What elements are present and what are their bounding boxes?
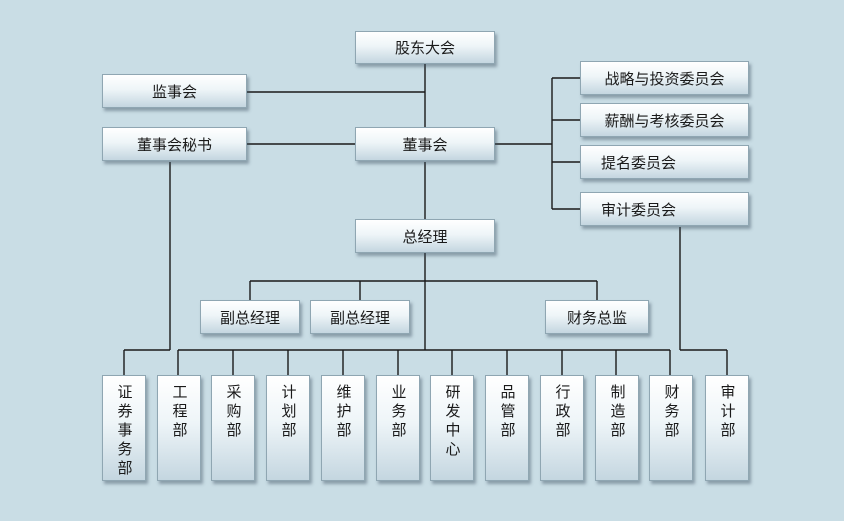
dept-label: 采购部	[224, 384, 243, 441]
dept-maintenance: 维护部	[321, 375, 365, 481]
strategy-investment-committee-box: 战略与投资委员会	[580, 61, 749, 95]
deputy-gm-1-box: 副总经理	[200, 300, 300, 334]
dept-purchasing: 采购部	[211, 375, 255, 481]
compensation-committee-box: 薪酬与考核委员会	[580, 103, 749, 137]
dept-label: 审计部	[718, 384, 737, 441]
dept-label: 维护部	[334, 384, 353, 441]
dept-rnd-center: 研发中心	[430, 375, 474, 481]
deputy-gm-2-box: 副总经理	[310, 300, 410, 334]
supervisory-board-box: 监事会	[102, 74, 247, 108]
audit-committee-box: 审计委员会	[580, 192, 749, 226]
nomination-committee-box: 提名委员会	[580, 145, 749, 179]
committee-label: 薪酬与考核委员会	[604, 111, 725, 130]
dept-label: 制造部	[608, 384, 627, 441]
committee-label: 提名委员会	[601, 153, 677, 172]
shareholders-meeting-label: 股东大会	[394, 39, 455, 57]
dept-label: 证券事务部	[115, 384, 134, 479]
dept-label: 业务部	[389, 384, 408, 441]
dept-audit: 审计部	[705, 375, 749, 481]
dept-planning: 计划部	[266, 375, 310, 481]
dept-label: 财务部	[662, 384, 681, 441]
dept-label: 研发中心	[443, 384, 462, 460]
committee-label: 审计委员会	[601, 200, 677, 219]
committee-label: 战略与投资委员会	[604, 69, 725, 88]
deputy-gm-label: 副总经理	[219, 308, 280, 327]
dept-manufacturing: 制造部	[595, 375, 639, 481]
general-manager-box: 总经理	[355, 219, 495, 253]
dept-business: 业务部	[376, 375, 420, 481]
dept-label: 工程部	[170, 384, 189, 441]
board-of-directors-box: 董事会	[355, 127, 495, 161]
dept-quality: 品管部	[485, 375, 529, 481]
dept-securities: 证券事务部	[102, 375, 146, 481]
board-secretary-label: 董事会秘书	[136, 135, 212, 154]
dept-label: 品管部	[498, 384, 517, 441]
dept-engineering: 工程部	[157, 375, 201, 481]
shareholders-meeting-box: 股东大会	[355, 31, 495, 64]
dept-label: 行政部	[553, 384, 572, 441]
dept-label: 计划部	[279, 384, 298, 441]
board-of-directors-label: 董事会	[402, 135, 448, 154]
supervisory-board-label: 监事会	[151, 82, 197, 101]
board-secretary-box: 董事会秘书	[102, 127, 247, 161]
cfo-label: 财务总监	[566, 308, 627, 327]
deputy-gm-label: 副总经理	[329, 308, 390, 327]
dept-finance: 财务部	[649, 375, 693, 481]
dept-administration: 行政部	[540, 375, 584, 481]
cfo-box: 财务总监	[545, 300, 649, 334]
general-manager-label: 总经理	[402, 227, 448, 246]
